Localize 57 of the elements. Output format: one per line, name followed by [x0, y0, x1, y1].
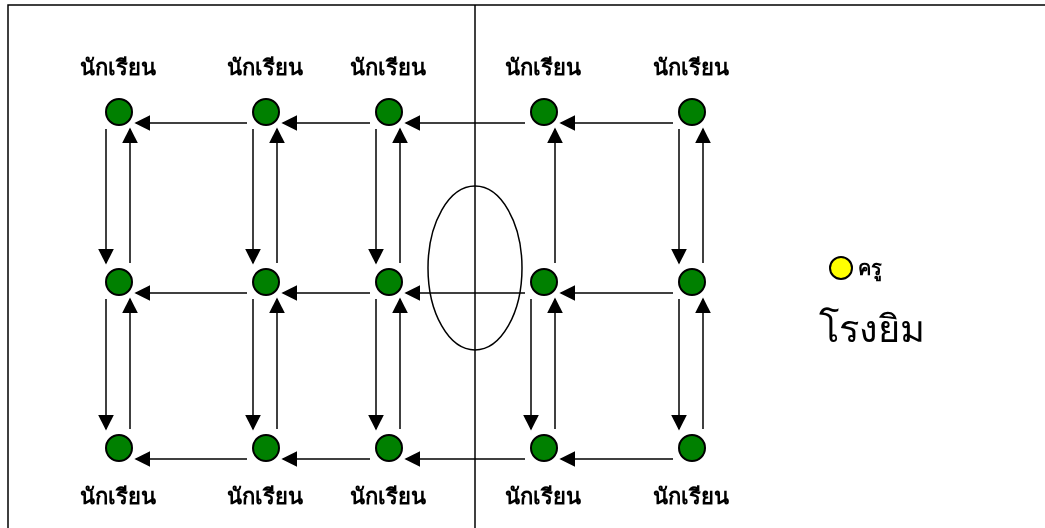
circle-marker	[530, 268, 558, 296]
arrow	[523, 298, 539, 431]
circle-marker	[375, 434, 403, 462]
arrow	[98, 298, 114, 431]
arrow	[404, 115, 526, 131]
arrow	[404, 285, 526, 301]
arrow	[281, 285, 371, 301]
arrow	[368, 128, 384, 265]
arrow	[98, 128, 114, 265]
circle-marker	[530, 434, 558, 462]
student-label: นักเรียน	[653, 56, 729, 81]
arrow	[269, 297, 285, 430]
student-label: นักเรียน	[227, 56, 303, 81]
circle-marker	[252, 98, 280, 126]
arrow	[134, 115, 248, 131]
circle-marker	[105, 268, 133, 296]
arrow	[559, 115, 674, 131]
student-label: นักเรียน	[653, 485, 729, 510]
arrow	[281, 451, 371, 467]
arrow	[547, 127, 563, 264]
student-label: นักเรียน	[505, 485, 581, 510]
arrow	[245, 128, 261, 265]
arrow	[671, 128, 687, 265]
arrow	[134, 285, 248, 301]
student-label: นักเรียน	[350, 485, 426, 510]
student-label: นักเรียน	[80, 56, 156, 81]
student-label: นักเรียน	[505, 56, 581, 81]
arrow	[392, 127, 408, 264]
circle-marker	[678, 268, 706, 296]
circle-marker	[375, 98, 403, 126]
circle-marker	[530, 98, 558, 126]
circle-marker	[252, 268, 280, 296]
arrow	[404, 451, 526, 467]
arrow	[368, 298, 384, 431]
student-label: นักเรียน	[350, 56, 426, 81]
arrow	[122, 127, 138, 264]
arrow	[559, 451, 674, 467]
circle-marker	[105, 434, 133, 462]
arrow	[392, 297, 408, 430]
arrow	[695, 297, 711, 430]
arrow	[281, 115, 371, 131]
arrow	[695, 127, 711, 264]
arrow	[122, 297, 138, 430]
student-label: นักเรียน	[227, 485, 303, 510]
arrow	[547, 297, 563, 430]
arrow	[269, 127, 285, 264]
circle-marker	[375, 268, 403, 296]
arrow	[245, 298, 261, 431]
circle-marker	[678, 434, 706, 462]
place-label: โรงยิม	[819, 306, 925, 352]
arrow	[671, 298, 687, 431]
circle-marker	[678, 98, 706, 126]
student-label: นักเรียน	[80, 485, 156, 510]
circle-marker	[252, 434, 280, 462]
arrow	[134, 451, 248, 467]
arrow	[559, 285, 674, 301]
circle-marker	[105, 98, 133, 126]
